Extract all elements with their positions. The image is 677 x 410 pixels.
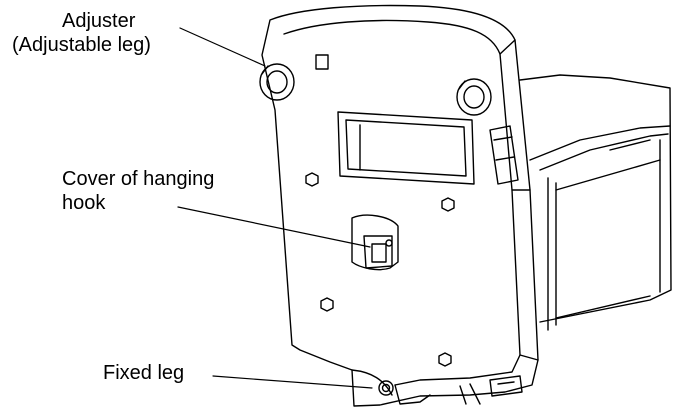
adjuster-leg-right [456, 78, 492, 116]
adjustable-leg-label: (Adjustable leg) [12, 34, 151, 56]
hook-cover-label-line2: hook [62, 192, 106, 214]
adjuster-label: Adjuster [62, 10, 136, 32]
screws [305, 172, 455, 367]
adjuster-leader-line [179, 27, 266, 67]
label-window [337, 111, 475, 185]
hook-cover-leader-line [177, 206, 371, 248]
hook-cover-label-line1: Cover of hanging [62, 168, 215, 190]
device-side-housing [519, 74, 672, 331]
fixed-leg [378, 380, 394, 396]
leader-lines [177, 27, 373, 389]
adjuster-leg-left [259, 63, 295, 101]
fixed-leg-label: Fixed leg [103, 362, 185, 384]
top-square-marker [315, 54, 329, 70]
device-back-plate [261, 4, 539, 407]
side-hinge-strip [489, 125, 519, 185]
fixed-leg-leader-line [212, 375, 373, 389]
hanging-hook-cover [351, 214, 399, 271]
